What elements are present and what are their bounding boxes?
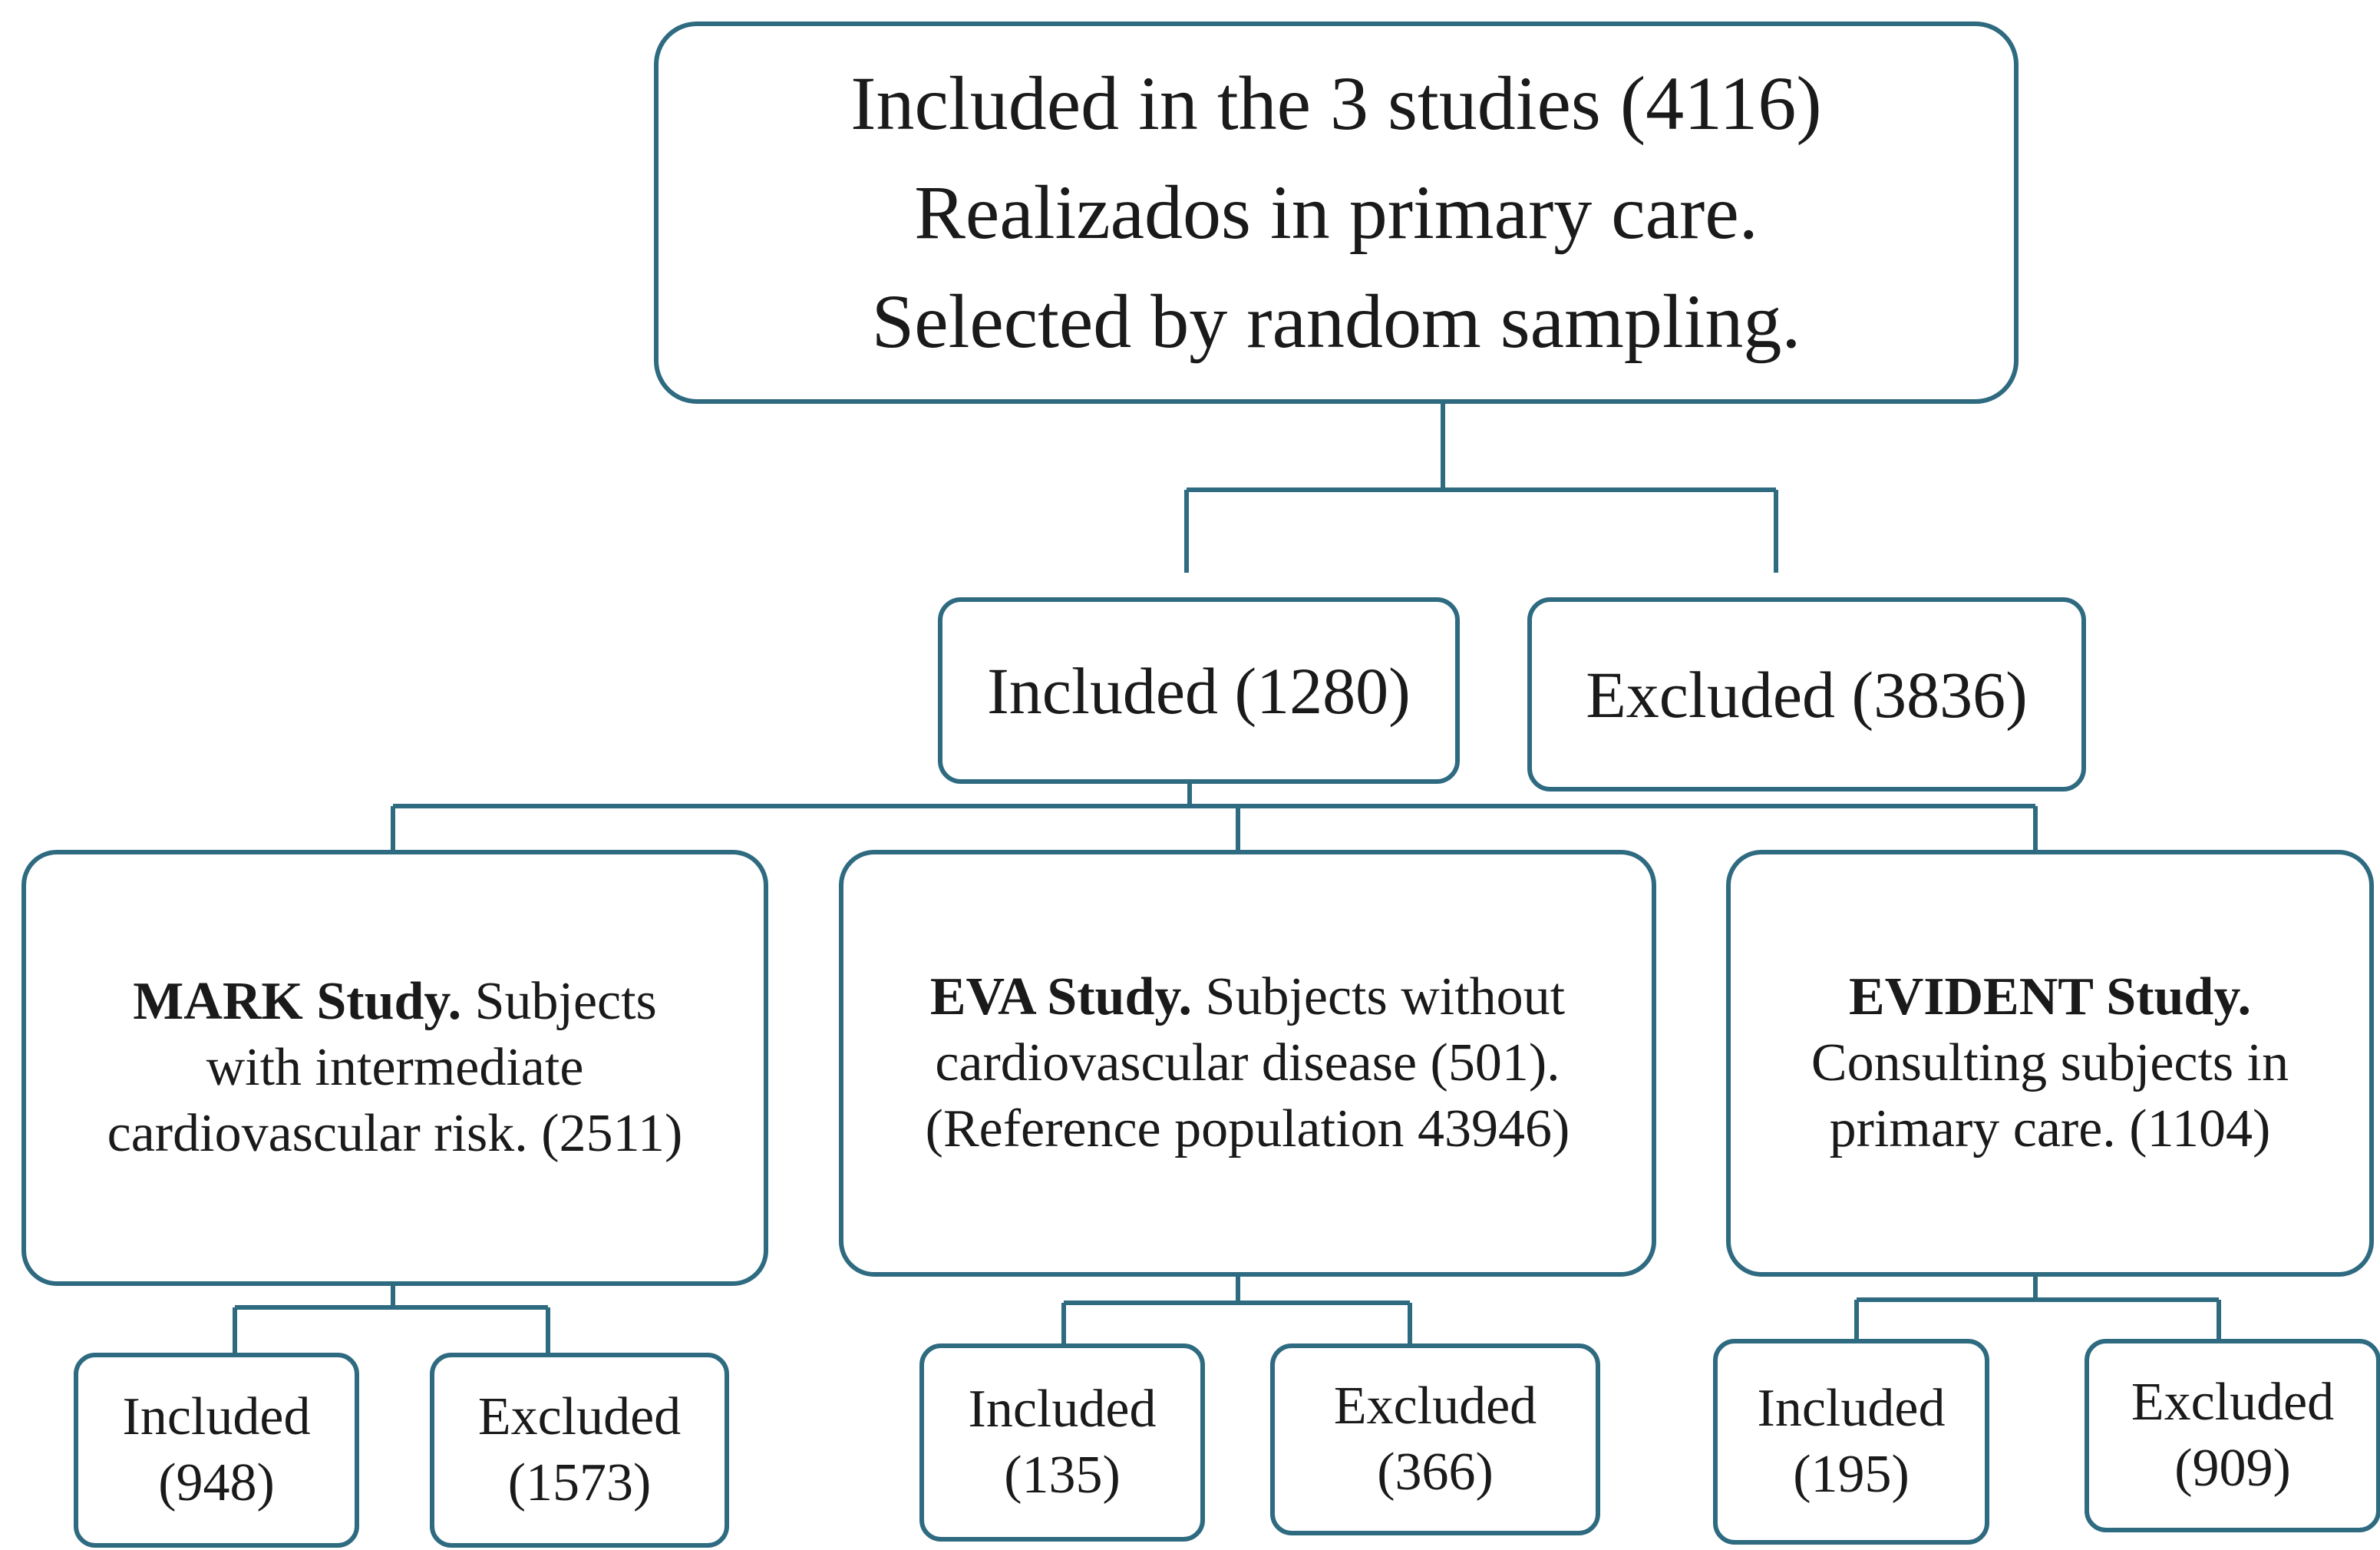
total-studies-line-1: Included in the 3 studies (4116) [850, 61, 1822, 146]
eva-excluded-label: Excluded [1333, 1376, 1537, 1436]
evident-study-line-2: Consulting subjects in [1811, 1033, 2289, 1092]
eva-study-line-2: cardiovascular disease (501). [935, 1033, 1560, 1092]
mark-excluded-box: Excluded (1573) [430, 1353, 729, 1548]
mark-study-line-2: with intermediate [206, 1038, 584, 1097]
eva-excluded-count: (366) [1377, 1443, 1494, 1502]
eva-included-box: Included (135) [919, 1343, 1205, 1542]
eva-study-line-1: EVA Study. Subjects without [930, 964, 1565, 1030]
mark-excluded-label: Excluded [477, 1387, 682, 1446]
mark-included-count: (948) [158, 1453, 275, 1512]
mark-included-label: Included [122, 1387, 311, 1446]
eva-excluded-box: Excluded (366) [1270, 1343, 1600, 1535]
eva-study-name: EVA Study. [929, 967, 1193, 1026]
overall-excluded-box: Excluded (3836) [1527, 597, 2086, 792]
mark-included-box: Included (948) [74, 1353, 359, 1548]
mark-study-box: MARK Study. Subjects with intermediate c… [21, 850, 768, 1286]
eva-included-count: (135) [1004, 1446, 1121, 1505]
evident-included-box: Included (195) [1713, 1339, 1989, 1545]
evident-included-label: Included [1757, 1379, 1946, 1438]
total-studies-line-3: Selected by random sampling. [871, 279, 1801, 364]
evident-included-count: (195) [1793, 1445, 1910, 1504]
overall-excluded-label: Excluded (3836) [1586, 657, 2028, 732]
eva-study-line-1-rest: Subjects without [1192, 967, 1566, 1026]
evident-excluded-count: (909) [2174, 1439, 2291, 1498]
mark-study-name: MARK Study. [133, 972, 462, 1031]
mark-study-line-1-rest: Subjects [461, 972, 657, 1031]
mark-excluded-count: (1573) [507, 1453, 652, 1512]
total-studies-line-2: Realizados in primary care. [914, 170, 1758, 255]
eva-study-box: EVA Study. Subjects without cardiovascul… [839, 850, 1656, 1277]
evident-excluded-box: Excluded (909) [2085, 1339, 2380, 1532]
total-studies-box: Included in the 3 studies (4116) Realiza… [654, 21, 2019, 404]
mark-study-line-3: cardiovascular risk. (2511) [107, 1104, 683, 1163]
evident-study-line-1: EVIDENT Study. [1849, 964, 2251, 1030]
mark-study-line-1: MARK Study. Subjects [133, 969, 657, 1035]
evident-study-name: EVIDENT Study. [1849, 967, 2251, 1026]
overall-included-label: Included (1280) [987, 653, 1411, 728]
evident-excluded-label: Excluded [2131, 1373, 2335, 1432]
eva-included-label: Included [968, 1380, 1157, 1439]
evident-study-box: EVIDENT Study. Consulting subjects in pr… [1726, 850, 2374, 1277]
evident-study-line-3: primary care. (1104) [1829, 1099, 2271, 1158]
overall-included-box: Included (1280) [938, 597, 1460, 784]
eva-study-line-3: (Reference population 43946) [925, 1099, 1570, 1158]
